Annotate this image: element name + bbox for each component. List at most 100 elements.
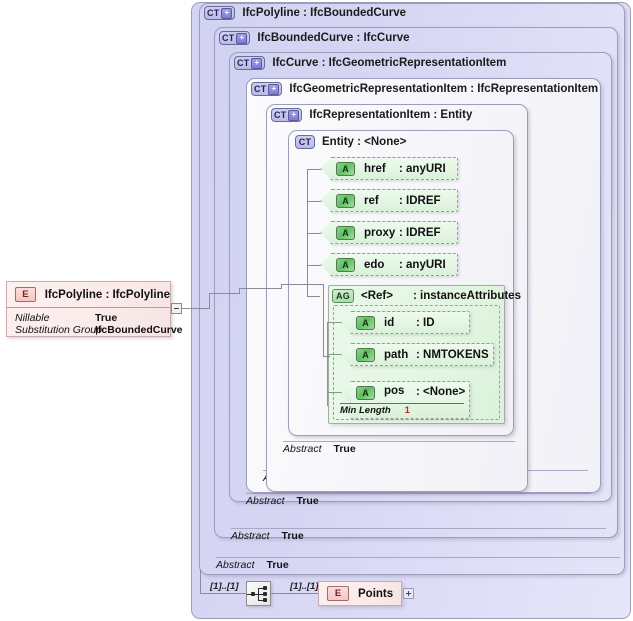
complextype-header-entity: CT Entity : <None> [295,135,406,149]
element-property-nillable: Nillable [15,312,49,324]
facet-value: 1 [404,405,410,416]
expander-plus-icon: + [221,7,233,19]
property-value: IfcBoundedCurve [95,324,183,336]
complextype-title: IfcRepresentationItem : Entity [309,109,473,121]
connector-branch-pos [327,392,341,393]
connector-fan-3 [281,284,323,285]
connector-branch-path [327,354,341,355]
element-box-points[interactable]: E Points [318,581,402,606]
seq-line [258,588,264,589]
connector-fan-2 [239,288,281,289]
attribute-type: : IDREF [399,194,441,207]
complextype-header-ifcrepresentationitem: CT+ IfcRepresentationItem : Entity [271,108,472,122]
abstract-label: Abstract [283,443,322,455]
attribute-name: edo [364,258,385,271]
connector-fan-4 [323,356,330,357]
property-key: Substitution Group [15,324,102,336]
connector-branch-proxy [307,233,321,234]
attribute-group-header: AG <Ref> : instanceAttributes [332,289,521,303]
complextype-badge-icon[interactable]: CT+ [271,108,303,122]
abstract-row-level2: Abstract True [231,528,606,542]
seq-line [258,588,259,601]
attribute-type: : ID [416,316,435,329]
complextype-title: IfcBoundedCurve : IfcCurve [257,32,410,44]
seq-dot [263,598,267,602]
connector-branch-refgroup [307,296,320,297]
attribute-id[interactable]: A id : ID [341,311,470,334]
connector-element-to-tree [182,308,209,309]
connector-branch-ref [307,201,321,202]
complextype-badge-icon[interactable]: CT+ [234,56,266,70]
complextype-header-ifcboundedcurve: CT+ IfcBoundedCurve : IfcCurve [219,31,409,45]
expander-plus-icon: + [288,109,300,121]
attribute-group-dashed-frame [333,305,500,420]
attribute-ref[interactable]: A ref : IDREF [321,189,458,212]
connector-sequence-to-points [271,593,318,594]
seq-line [258,600,264,601]
facet-label: Min Length [340,405,391,416]
element-collapse-toggle[interactable] [171,303,182,314]
complextype-badge-icon[interactable]: CT+ [251,82,283,96]
attribute-name: path [384,348,409,361]
expander-plus-icon: + [251,57,263,69]
attribute-name: id [384,316,395,329]
attribute-group-badge-icon: AG [332,289,354,303]
attribute-badge-icon: A [336,161,355,176]
attribute-href[interactable]: A href : anyURI [321,157,458,180]
abstract-value: True [333,443,356,455]
attribute-type: : NMTOKENS [416,348,489,361]
connector-spine-refgroup [327,322,328,406]
occurrence-left: [1]..[1] [210,581,239,592]
attribute-badge-icon: A [336,193,355,208]
element-property-nillable-value: True [95,312,117,324]
abstract-value: True [281,530,304,542]
connector-riser-4 [323,284,324,356]
abstract-label: Abstract [231,530,270,542]
seq-dot [263,592,267,596]
points-title-row: E Points [319,582,401,605]
property-value: True [95,312,118,324]
connector-branch-edo [307,265,321,266]
seq-dot [251,592,255,596]
abstract-value: True [296,495,319,507]
attribute-type: : IDREF [399,226,441,239]
element-title-row: E IfcPolyline : IfcPolyline [7,282,170,308]
attribute-type: : anyURI [399,162,446,175]
sequence-compositor-icon[interactable] [246,581,271,606]
attribute-group-type: : instanceAttributes [412,290,521,302]
attribute-badge-icon: A [356,386,375,400]
facet-min-length: Min Length 1 [340,403,464,416]
complextype-badge-icon[interactable]: CT+ [204,6,236,20]
connector-riser-2 [239,288,240,294]
connector-branch-id [327,322,341,323]
attribute-name: proxy [364,226,396,239]
attribute-pos[interactable]: A pos : <None> [341,381,470,419]
property-key: Nillable [15,312,50,324]
seq-line [255,594,264,595]
attribute-name: href [364,162,386,175]
complextype-header-ifcpolyline: CT+ IfcPolyline : IfcBoundedCurve [204,6,406,20]
complextype-title: IfcCurve : IfcGeometricRepresentationIte… [272,57,507,69]
attribute-type: : anyURI [399,258,446,271]
element-badge-icon: E [15,287,36,302]
seq-dot [263,586,267,590]
complextype-badge-icon[interactable]: CT [295,135,315,149]
attribute-badge-icon: A [336,225,355,240]
attribute-edo[interactable]: A edo : anyURI [321,253,458,276]
attribute-group-name: <Ref> [361,290,393,302]
points-expand-toggle[interactable] [403,588,414,599]
connector-sequence-riser [200,570,201,594]
attribute-path[interactable]: A path : NMTOKENS [341,343,494,366]
attribute-proxy[interactable]: A proxy : IDREF [321,221,458,244]
complextype-badge-icon[interactable]: CT+ [219,31,251,45]
element-box-ifcpolyline[interactable]: E IfcPolyline : IfcPolyline Nillable Tru… [6,281,183,337]
attribute-name: pos [384,385,405,397]
element-badge-icon: E [327,586,349,601]
connector-to-sequence [200,593,246,594]
attribute-badge-icon: A [336,257,355,272]
complextype-header-ifcgeometricrepresentationitem: CT+ IfcGeometricRepresentationItem : Ifc… [251,82,598,96]
attribute-name: ref [364,194,379,207]
connector-riser-3 [281,284,282,289]
